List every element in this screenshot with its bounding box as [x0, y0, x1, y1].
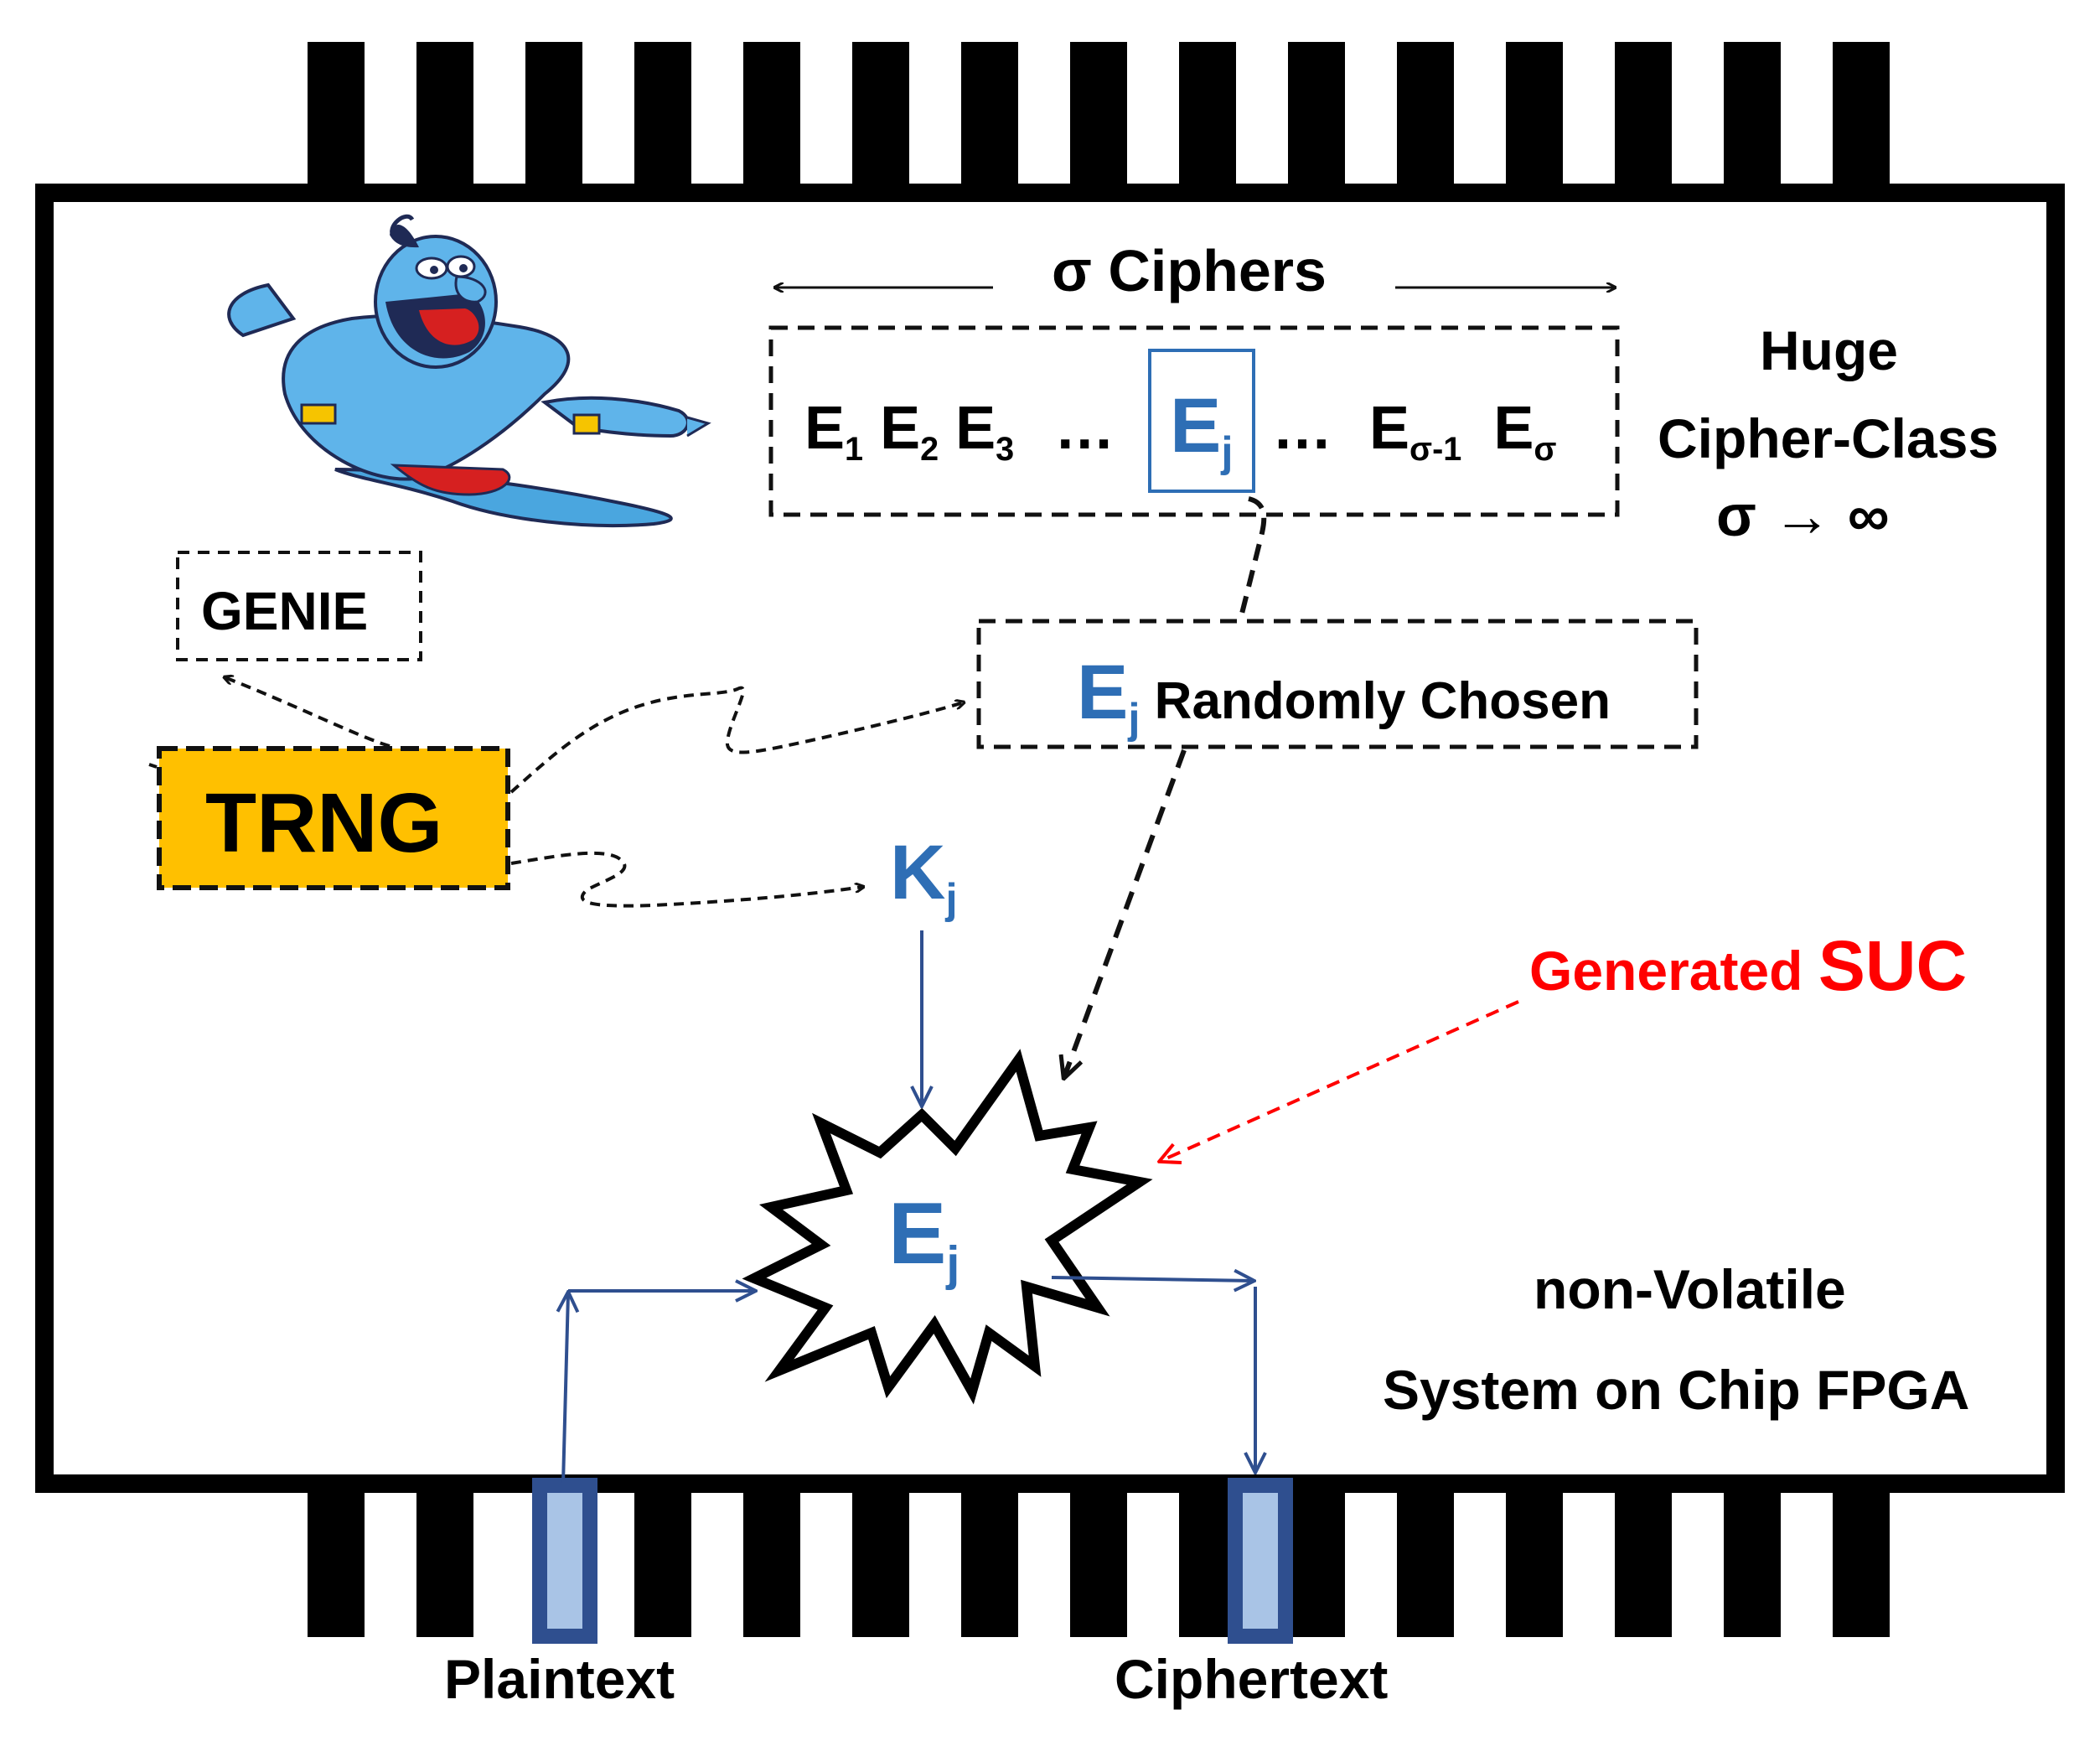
- cipher-class-note-3: σ → ∞: [1716, 483, 1890, 548]
- genie-label: GENIE: [201, 581, 369, 641]
- bottom-pins: [308, 1484, 1890, 1637]
- randomly-chosen-box: [976, 619, 1699, 749]
- suc-label: Generated SUC: [1529, 926, 1968, 1005]
- plaintext-label: Plaintext: [444, 1648, 675, 1710]
- trng-box: [157, 746, 510, 890]
- cipher-item: E2: [880, 395, 939, 468]
- cipher-item: Eσ-1: [1369, 395, 1462, 468]
- chip-label-2: System on Chip FPGA: [1383, 1359, 1970, 1421]
- ellipsis: …: [1054, 395, 1115, 462]
- plaintext-pin: [532, 1478, 597, 1644]
- randomly-chosen-label: Ej Randomly Chosen: [1077, 650, 1611, 743]
- cipher-list-tail: … Eσ-1 Eσ: [1272, 398, 1556, 466]
- trng-label: TRNG: [205, 776, 443, 870]
- key-label: Kj: [890, 830, 958, 923]
- ciphertext-pin: [1228, 1478, 1293, 1644]
- highlighted-cipher-box: [1148, 349, 1255, 493]
- cipher-class-note-2: Cipher-Class: [1658, 407, 1999, 469]
- trng-to-genie-arrow: [225, 677, 391, 748]
- genie-icon: [227, 214, 711, 527]
- cipher-class-header: σ Ciphers: [1052, 238, 1327, 303]
- cipher-class-box: [768, 325, 1620, 517]
- genie-box: [176, 551, 422, 661]
- trng-to-chosen-arrow: [509, 686, 964, 794]
- cipher-item: E1: [804, 395, 864, 468]
- cipher-item: E3: [955, 395, 1015, 468]
- highlighted-cipher: Ej: [1170, 383, 1234, 476]
- chip-label-1: non-Volatile: [1534, 1258, 1846, 1320]
- top-pins: [308, 42, 1890, 189]
- cipher-class-note-1: Huge: [1760, 319, 1898, 381]
- plaintext-flow: [563, 1293, 568, 1485]
- suc-cipher-label: Ej: [888, 1185, 960, 1292]
- trng-to-key-arrow: [510, 851, 863, 908]
- suc-to-ciphertext: [1051, 1277, 1253, 1281]
- suc-burst: [742, 1049, 1153, 1405]
- cipher-list: E1 E2 E3 …: [804, 398, 1115, 490]
- ellipsis: …: [1272, 395, 1332, 462]
- cipher-item: Eσ: [1493, 395, 1557, 468]
- ciphertext-label: Ciphertext: [1115, 1648, 1389, 1710]
- selection-link: [1238, 496, 1267, 621]
